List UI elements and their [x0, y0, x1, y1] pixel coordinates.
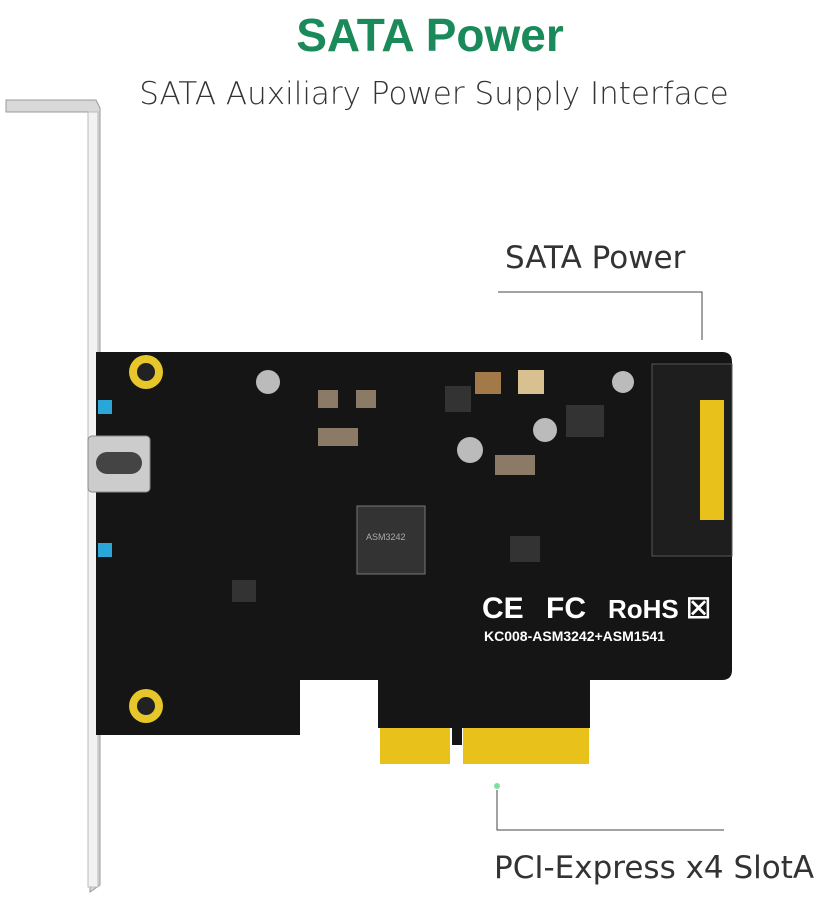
sata-power-connector — [651, 363, 733, 557]
controller-chip — [356, 505, 426, 575]
led-2 — [98, 543, 112, 557]
rohs-mark: RoHS — [608, 594, 679, 624]
chip-small — [566, 405, 604, 437]
callout-line-sata — [498, 291, 703, 340]
chip-small — [510, 536, 540, 562]
weee-icon: ☒ — [686, 593, 712, 624]
model-number: KC008-ASM3242+ASM1541 — [484, 628, 665, 644]
fcc-mark: FC — [546, 592, 586, 625]
screw-bottom — [129, 689, 163, 723]
chip-small — [232, 580, 256, 602]
page-title: SATA Power — [296, 9, 564, 61]
pcie-slot-callout: PCI-Express x4 SlotA — [494, 850, 815, 886]
chip-label: ASM3242 — [366, 532, 406, 542]
gold-fingers — [380, 728, 589, 764]
ce-mark: CE — [482, 592, 524, 625]
led-1 — [98, 400, 112, 414]
chip-small — [445, 386, 471, 412]
sata-power-callout: SATA Power — [505, 240, 686, 276]
components — [318, 370, 544, 475]
callout-line-pcie — [496, 790, 724, 831]
capacitors — [256, 370, 634, 463]
mounting-bracket — [5, 99, 101, 893]
screw-top — [129, 355, 163, 389]
page-subtitle: SATA Auxiliary Power Supply Interface — [139, 76, 729, 112]
usb-c-port — [87, 435, 151, 493]
